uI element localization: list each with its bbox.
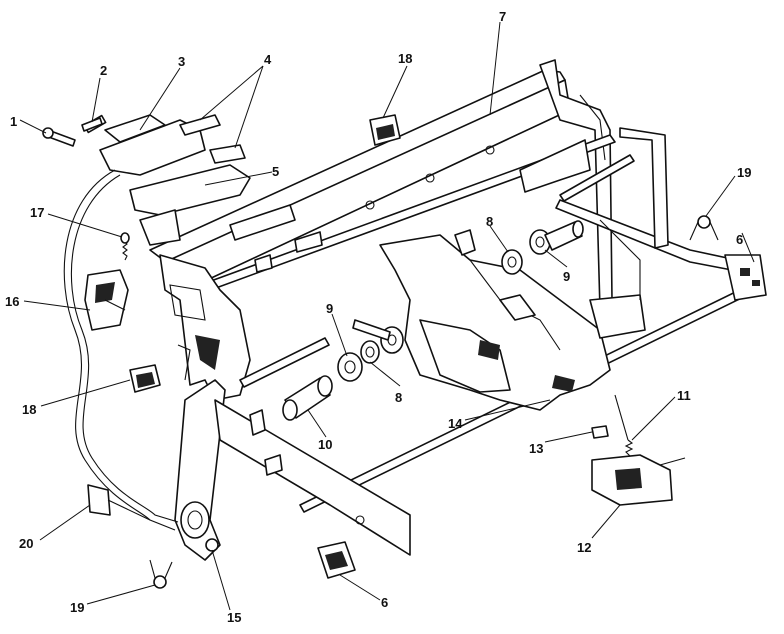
- callout-15: 15: [227, 610, 241, 625]
- pin-part-2: [81, 117, 103, 132]
- bushing-part-6-bottom: [317, 541, 356, 579]
- callout-16: 16: [5, 294, 19, 309]
- callout-18-top: 18: [398, 51, 412, 66]
- left-side-plate: [159, 254, 251, 401]
- clip-part-13: [591, 425, 609, 439]
- callout-10: 10: [318, 437, 332, 452]
- wire-harness: [63, 169, 179, 531]
- left-arm-pins: [249, 409, 283, 476]
- central-mechanism: [379, 219, 646, 411]
- callout-9-rear: 9: [563, 269, 570, 284]
- front-washers: [337, 319, 404, 382]
- front-shaft: [239, 337, 330, 388]
- bracket-part-12: [591, 454, 686, 506]
- callout-1: 1: [10, 114, 17, 129]
- callout-12: 12: [577, 540, 591, 555]
- spring-part-19-right: [689, 215, 719, 241]
- callout-9-front: 9: [326, 301, 333, 316]
- spring-part-17: [120, 232, 130, 261]
- bushing-part-18-top: [369, 114, 401, 146]
- callout-17: 17: [30, 205, 44, 220]
- callout-19-right: 19: [737, 165, 751, 180]
- callout-5: 5: [272, 164, 279, 179]
- callout-6-bottom: 6: [381, 595, 388, 610]
- connector-part-20: [87, 484, 151, 521]
- callout-3: 3: [178, 54, 185, 69]
- callout-20: 20: [19, 536, 33, 551]
- right-side-bracket: [619, 127, 767, 301]
- callout-18-left: 18: [22, 402, 36, 417]
- switch-part-16: [84, 269, 129, 331]
- callout-8-rear: 8: [486, 214, 493, 229]
- leader-lines: [19, 21, 755, 611]
- callout-11: 11: [677, 388, 691, 403]
- callout-14: 14: [448, 416, 463, 431]
- upper-left-lever-assembly: [83, 114, 251, 246]
- spring-part-11: [614, 394, 634, 457]
- screw-part-1: [42, 127, 76, 147]
- callout-19-bottom: 19: [70, 600, 84, 615]
- roller-part-10: [282, 375, 333, 421]
- callout-4: 4: [264, 52, 272, 67]
- lower-left-arm: [174, 379, 411, 561]
- callout-8-front: 8: [395, 390, 402, 405]
- callout-2: 2: [100, 63, 107, 78]
- bushing-part-18-left: [129, 364, 161, 393]
- callout-6-right: 6: [736, 232, 743, 247]
- callout-7: 7: [499, 9, 506, 24]
- pivot-shafts: [519, 139, 635, 202]
- spring-part-19-bottom: [149, 559, 173, 589]
- callout-13: 13: [529, 441, 543, 456]
- rail-link-parts: [229, 204, 323, 273]
- rear-washers: [501, 220, 584, 275]
